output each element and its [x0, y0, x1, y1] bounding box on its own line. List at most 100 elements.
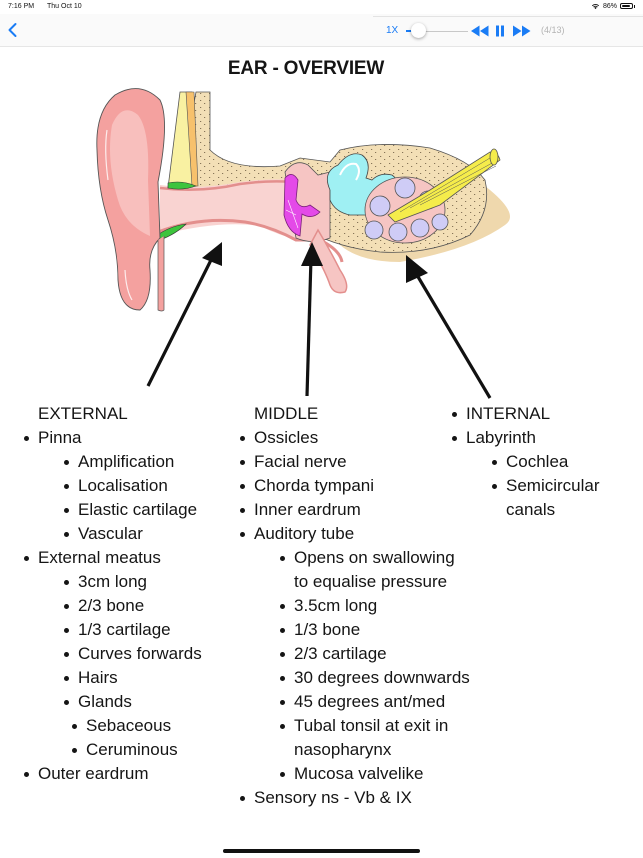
list-item-text: Semicircular: [506, 476, 600, 495]
bullet-icon: [240, 484, 245, 489]
list-item-text: Pinna: [38, 428, 82, 447]
list-item-text: Cochlea: [506, 452, 569, 471]
list-item-text: nasopharynx: [294, 740, 392, 759]
fast-forward-icon: [513, 25, 531, 37]
bullet-icon: [64, 628, 69, 633]
list-item-text: Mucosa valvelike: [294, 764, 424, 783]
list-item-text: Elastic cartilage: [78, 500, 198, 519]
bullet-icon: [24, 772, 29, 777]
list-item-text: 30 degrees downwards: [294, 668, 470, 687]
bullet-icon: [24, 556, 29, 561]
list-item-text: Ceruminous: [86, 740, 178, 759]
slider-thumb[interactable]: [411, 23, 427, 38]
speed-slider[interactable]: [406, 23, 468, 39]
arrow-external: [146, 242, 222, 387]
list-item-text: 1/3 bone: [294, 620, 361, 639]
bullet-icon: [452, 412, 457, 417]
bullet-icon: [280, 772, 285, 777]
list-item-text: Opens on swallowing: [294, 548, 455, 567]
bullet-icon: [64, 604, 69, 609]
chevron-left-icon: [8, 23, 17, 37]
bullet-icon: [280, 676, 285, 681]
bullet-icon: [64, 652, 69, 657]
bullet-icon: [492, 484, 497, 489]
bullet-icon: [492, 460, 497, 465]
auditory-tube: [309, 228, 348, 294]
bullet-icon: [240, 436, 245, 441]
list-item-text: Localisation: [78, 476, 168, 495]
list-item-text: Sensory ns - Vb & IX: [254, 788, 412, 807]
slide-title: EAR - OVERVIEW: [227, 58, 385, 79]
list-item-text: to equalise pressure: [294, 572, 448, 591]
list-item-text: External meatus: [38, 548, 161, 567]
list-item-text: Facial nerve: [254, 452, 347, 471]
home-indicator[interactable]: [223, 849, 420, 853]
bullet-icon: [280, 628, 285, 633]
ear-anatomy-diagram: [96, 88, 510, 399]
list-item-text: Inner eardrum: [254, 500, 361, 519]
arrow-internal: [406, 255, 492, 399]
list-item-text: Sebaceous: [86, 716, 172, 735]
list-item-text: 2/3 bone: [78, 596, 145, 615]
bullet-icon: [280, 652, 285, 657]
list-item-text: EXTERNAL: [38, 404, 128, 423]
battery-level: [622, 5, 630, 7]
list-item-text: Outer eardrum: [38, 764, 149, 783]
list-item-text: Hairs: [78, 668, 118, 687]
list-item-text: Auditory tube: [254, 524, 355, 543]
nav-bar: 1X (4/13): [0, 14, 643, 47]
cochlea-turns: [364, 177, 449, 242]
bullet-icon: [64, 700, 69, 705]
bullet-icon: [64, 580, 69, 585]
arrow-middle: [301, 242, 323, 397]
list-item-text: INTERNAL: [466, 404, 551, 423]
bullet-icon: [64, 676, 69, 681]
bullet-icon: [280, 700, 285, 705]
status-time: 7:16 PM: [8, 3, 35, 10]
list-item-text: MIDDLE: [254, 404, 319, 423]
slider-fill: [406, 30, 416, 32]
list-item-text: Curves forwards: [78, 644, 202, 663]
back-button[interactable]: [4, 20, 22, 40]
list-item-text: Chorda tympani: [254, 476, 375, 495]
bullet-icon: [64, 460, 69, 465]
playback-speed-label[interactable]: 1X: [386, 25, 399, 36]
bullet-icon: [240, 460, 245, 465]
list-item-text: Amplification: [78, 452, 175, 471]
battery-percent: 86%: [602, 2, 617, 10]
bullet-icon: [72, 748, 77, 753]
fast-forward-button[interactable]: [512, 24, 532, 42]
status-indicators: 86%: [591, 2, 635, 10]
status-date: Thu Oct 10: [47, 3, 82, 10]
bullet-icon: [24, 436, 29, 441]
pause-icon: [496, 25, 504, 37]
list-item-text: Tubal tonsil at exit in: [294, 716, 449, 735]
bullet-icon: [280, 556, 285, 561]
bullet-icon: [280, 724, 285, 729]
bullet-icon: [280, 604, 285, 609]
sebaceous-gland-lower: [155, 223, 187, 241]
bullet-icon: [240, 796, 245, 801]
status-bar: 7:16 PM Thu Oct 10 86%: [0, 0, 643, 14]
bullet-icon: [64, 484, 69, 489]
bullet-icon: [240, 508, 245, 513]
playback-toolbar: 1X (4/13): [373, 16, 643, 43]
list-item-text: 45 degrees ant/med: [294, 692, 446, 711]
list-item-text: Glands: [78, 692, 132, 711]
slider-track: [406, 31, 468, 32]
pause-button[interactable]: [495, 24, 505, 42]
list-item-text: canals: [506, 500, 556, 519]
list-item-text: 3cm long: [78, 572, 147, 591]
list-item-text: Labyrinth: [466, 428, 536, 447]
ossicles: [283, 174, 321, 237]
bullet-icon: [64, 508, 69, 513]
list-item-text: 1/3 cartilage: [78, 620, 171, 639]
rewind-button[interactable]: [470, 24, 490, 42]
list-item-text: 3.5cm long: [294, 596, 378, 615]
list-item-text: Vascular: [78, 524, 143, 543]
battery-icon: [620, 3, 635, 9]
bullet-icon: [72, 724, 77, 729]
bullet-icon: [240, 532, 245, 537]
ear-canal: [160, 178, 300, 240]
page-counter: (4/13): [541, 25, 565, 35]
